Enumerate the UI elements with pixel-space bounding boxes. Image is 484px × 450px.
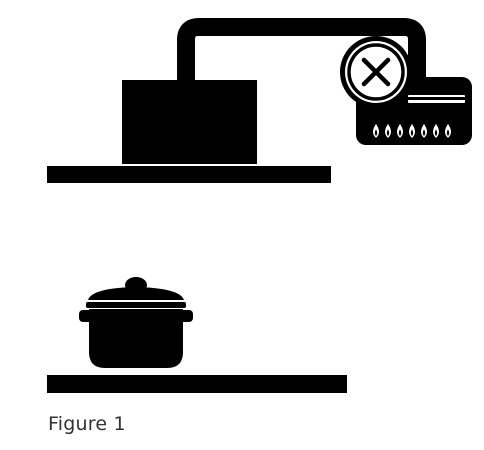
bottom-counter-shelf <box>47 375 347 393</box>
bottom-scenario <box>47 277 347 393</box>
connecting-arm <box>177 18 426 88</box>
figure-caption: Figure 1 <box>48 413 126 435</box>
pot-icon <box>79 277 193 368</box>
circle-x-icon <box>340 36 412 108</box>
hob-appliance <box>356 77 472 145</box>
block-object <box>122 80 257 164</box>
top-scenario <box>47 18 472 183</box>
top-counter-shelf <box>47 166 331 183</box>
